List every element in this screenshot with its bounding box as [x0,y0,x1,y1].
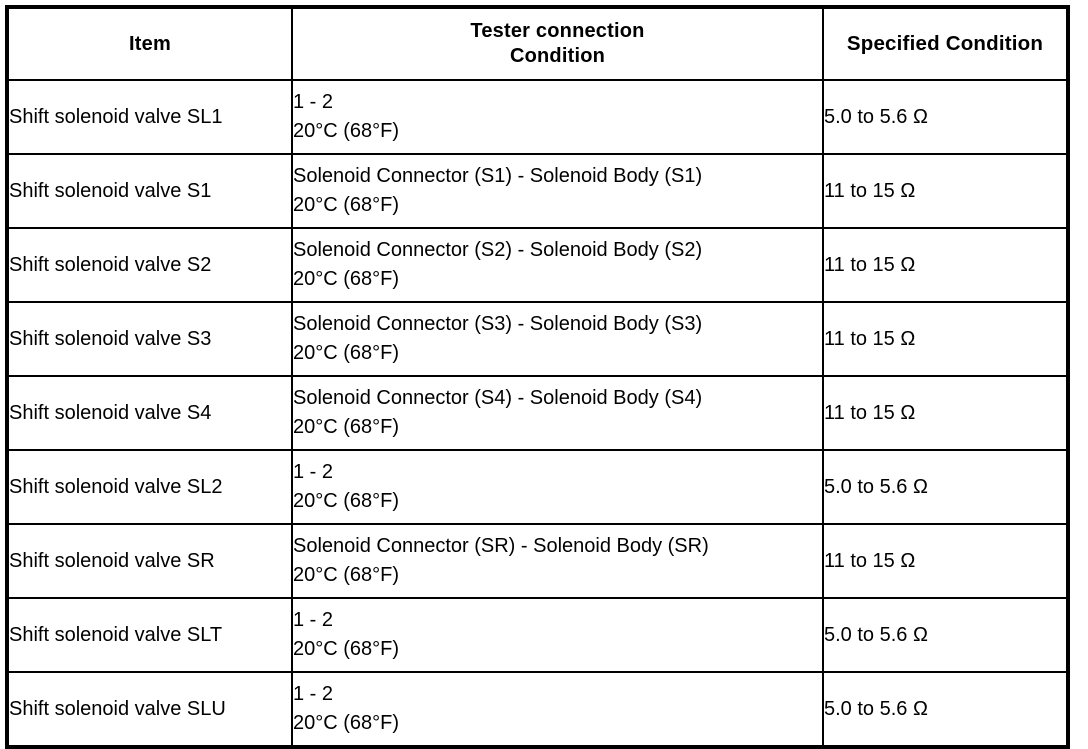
cell-item: Shift solenoid valve SLT [6,597,293,673]
cell-specified-condition: 5.0 to 5.6 Ω [822,449,1069,525]
header-row: Item Tester connection Condition Specifi… [6,6,1069,81]
cell-tester-connection: Solenoid Connector (S2) - Solenoid Body … [291,227,824,303]
tester-condition-text: 20°C (68°F) [293,638,400,660]
tester-condition-text: 20°C (68°F) [293,120,400,142]
tester-condition-text: 20°C (68°F) [293,194,400,216]
tester-connection-text: Solenoid Connector (S4) - Solenoid Body … [293,387,703,409]
cell-specified-condition: 5.0 to 5.6 Ω [822,597,1069,673]
cell-item: Shift solenoid valve S4 [6,375,293,451]
cell-specified-condition: 5.0 to 5.6 Ω [822,671,1069,748]
tester-condition-text: 20°C (68°F) [293,342,400,364]
cell-tester-connection: Solenoid Connector (S3) - Solenoid Body … [291,301,824,377]
tester-condition-text: 20°C (68°F) [293,490,400,512]
column-header-item: Item [6,6,293,81]
tester-connection-text: 1 - 2 [293,683,334,705]
cell-specified-condition: 5.0 to 5.6 Ω [822,79,1069,155]
cell-tester-connection: 1 - 2 20°C (68°F) [291,79,824,155]
tester-connection-text: Solenoid Connector (S1) - Solenoid Body … [293,165,703,187]
tester-condition-text: 20°C (68°F) [293,712,400,734]
tester-connection-text: Solenoid Connector (S2) - Solenoid Body … [293,239,703,261]
cell-specified-condition: 11 to 15 Ω [822,227,1069,303]
column-header-tester-connection: Tester connection Condition [291,6,824,81]
cell-item: Shift solenoid valve S1 [6,153,293,229]
cell-item: Shift solenoid valve S2 [6,227,293,303]
cell-tester-connection: Solenoid Connector (S4) - Solenoid Body … [291,375,824,451]
cell-item: Shift solenoid valve SL1 [6,79,293,155]
cell-item: Shift solenoid valve SR [6,523,293,599]
solenoid-specification-table: Item Tester connection Condition Specifi… [5,5,1070,749]
tester-connection-text: Solenoid Connector (S3) - Solenoid Body … [293,313,703,335]
column-header-specified-condition: Specified Condition [822,6,1069,81]
cell-item: Shift solenoid valve SLU [6,671,293,748]
cell-item: Shift solenoid valve S3 [6,301,293,377]
tester-condition-text: 20°C (68°F) [293,268,400,290]
cell-item: Shift solenoid valve SL2 [6,449,293,525]
cell-tester-connection: 1 - 2 20°C (68°F) [291,597,824,673]
tester-condition-text: 20°C (68°F) [293,564,400,586]
cell-tester-connection: 1 - 2 20°C (68°F) [291,671,824,748]
column-header-tester-line1: Tester connection [470,20,645,42]
column-header-tester-line2: Condition [509,45,606,67]
cell-tester-connection: 1 - 2 20°C (68°F) [291,449,824,525]
cell-specified-condition: 11 to 15 Ω [822,523,1069,599]
tester-connection-text: Solenoid Connector (SR) - Solenoid Body … [293,535,709,557]
cell-tester-connection: Solenoid Connector (SR) - Solenoid Body … [291,523,824,599]
table-header: Item Tester connection Condition Specifi… [6,6,1069,81]
cell-tester-connection: Solenoid Connector (S1) - Solenoid Body … [291,153,824,229]
tester-connection-text: 1 - 2 [293,609,334,631]
tester-connection-text: 1 - 2 [293,461,334,483]
cell-specified-condition: 11 to 15 Ω [822,375,1069,451]
cell-specified-condition: 11 to 15 Ω [822,153,1069,229]
tester-condition-text: 20°C (68°F) [293,416,400,438]
tester-connection-text: 1 - 2 [293,91,334,113]
cell-specified-condition: 11 to 15 Ω [822,301,1069,377]
